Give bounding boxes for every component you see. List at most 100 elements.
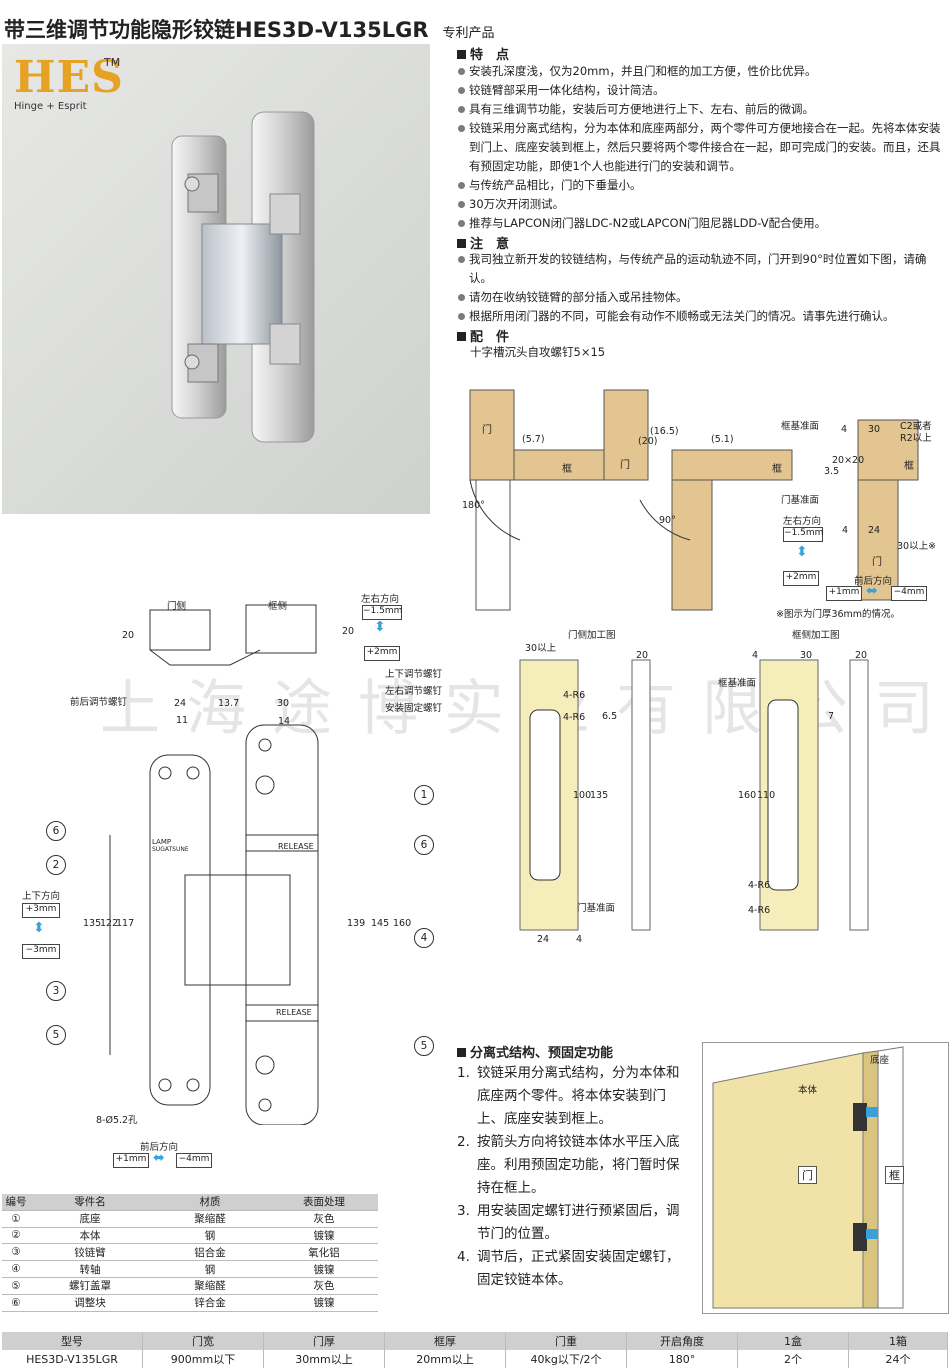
dim-label: 24: [537, 934, 550, 945]
col-header: 零件名: [30, 1194, 150, 1211]
dim-label: 30: [868, 424, 881, 435]
col-header: 1盒: [737, 1332, 849, 1350]
base-label: 底座: [870, 1055, 890, 1066]
features-heading: 特 点: [457, 44, 509, 63]
feature-item: 30万次开闭测试。: [457, 195, 947, 214]
door-ref-label: 门基准面: [577, 903, 616, 914]
brand-logo: HES: [14, 52, 124, 103]
product-photo: [2, 44, 430, 514]
door-label: 门: [620, 460, 630, 471]
feature-item: 安装孔深度浅，仅为20mm，并且门和框的加工方便，性价比优异。: [457, 62, 947, 81]
step-item: 4.调节后，正式紧固安装固定螺钉，固定铰链本体。: [457, 1249, 680, 1288]
dim-label: 13.7: [218, 698, 240, 709]
accessories-heading: 配 件: [457, 326, 509, 345]
release-label: RELEASE: [278, 842, 314, 851]
col-header: 材质: [150, 1194, 270, 1211]
hinge-photo-icon: [171, 111, 315, 443]
callout-5: 5: [46, 1025, 66, 1045]
callout-6: 6: [414, 835, 434, 855]
lr-direction-label: 左右方向: [361, 594, 400, 605]
ud-plus-box: +3mm: [22, 903, 60, 918]
dim-label: 160: [393, 918, 412, 929]
col-header: 框厚: [384, 1332, 506, 1350]
angle-label: 180°: [462, 500, 485, 511]
dim-label: 24: [868, 525, 881, 536]
door-ref-label: 门基准面: [781, 495, 820, 506]
holes-label: 8-Ø5.2孔: [96, 1115, 138, 1126]
fb-direction-label: 前后方向: [140, 1142, 179, 1153]
step-item: 1.铰链采用分离式结构，分为本体和底座两个零件。将本体安装到门上、底座安装到框上…: [457, 1065, 680, 1127]
dim-label: 4: [841, 424, 848, 435]
step-item: 2.按箭头方向将铰链本体水平压入底座。利用预固定功能，将门暂时保持在框上。: [457, 1134, 680, 1196]
callout-6: 6: [46, 821, 66, 841]
dim-label: 135: [590, 790, 609, 801]
dim-label: 160: [738, 790, 757, 801]
trademark: TM: [104, 56, 121, 69]
lr-direction-label: 左右方向: [783, 516, 822, 527]
dim-label: (5.7): [522, 434, 545, 445]
dim-label: 117: [116, 918, 135, 929]
col-header: 门宽: [142, 1332, 264, 1350]
dim-label: 11: [176, 715, 189, 726]
fb-plus-box: +1mm: [826, 586, 862, 601]
r2-label: R2以上: [900, 433, 932, 444]
feature-item: 具有三维调节功能，安装后可方便地进行上下、左右、前后的微调。: [457, 100, 947, 119]
note-item: 我司独立新开发的铰链结构，与传统产品的运动轨迹不同，门开到90°时位置如下图，请…: [457, 250, 947, 288]
dim-label: 30以上※: [897, 541, 937, 552]
body-label: 本体: [798, 1085, 818, 1096]
dim-label: 139: [347, 918, 366, 929]
machining-drawings: [519, 659, 869, 931]
fix-screw-label: 安装固定螺钉: [385, 703, 443, 714]
dim-label: 20: [122, 630, 135, 641]
col-header: 门厚: [263, 1332, 385, 1350]
assembly-illustration: [702, 1042, 949, 1314]
dim-label: 4: [842, 525, 849, 536]
radius-label: 4-R6: [563, 690, 586, 701]
callout-2: 2: [46, 855, 66, 875]
feature-item: 铰链臂部采用一体化结构，设计简洁。: [457, 81, 947, 100]
frame-ref-label: 框基准面: [718, 678, 757, 689]
ud-direction-label: 上下方向: [22, 891, 61, 902]
lr-screw-label: 左右调节螺钉: [385, 686, 443, 697]
dim-label: 4: [576, 934, 583, 945]
step-item: 3.用安装固定螺钉进行预紧固后，调节门的位置。: [457, 1203, 680, 1242]
dim-label: 30: [800, 650, 813, 661]
release-label: RELEASE: [276, 1008, 312, 1017]
col-header: 编号: [2, 1194, 30, 1211]
feature-item: 推荐与LAPCON闭门器LDC-N2或LAPCON门阻尼器LDD-V配合使用。: [457, 214, 947, 233]
radius-label: 4-R6: [563, 712, 586, 723]
lr-plus-box: +2mm: [783, 571, 819, 586]
note-item: 根据所用闭门器的不同，可能会有动作不顺畅或无法关门的情况。请事先进行确认。: [457, 307, 947, 326]
dim-label: 20: [855, 650, 868, 661]
ud-screw-label: 上下调节螺钉: [385, 669, 443, 680]
c2-label: C2或者: [900, 421, 932, 432]
dim-label: 135: [83, 918, 102, 929]
callout-4: 4: [414, 928, 434, 948]
door-side-label: 门侧: [167, 601, 187, 612]
brand-tagline: Hinge + Esprit: [14, 101, 87, 112]
fb-minus-box: −4mm: [176, 1153, 212, 1168]
col-header: 表面处理: [270, 1194, 378, 1211]
dim-label: (20): [638, 436, 658, 447]
dim-label: 14: [278, 716, 291, 727]
col-header: 1箱: [848, 1332, 948, 1350]
updown-arrow-icon: ⬍: [796, 544, 808, 560]
dim-label: 145: [371, 918, 390, 929]
callout-5: 5: [414, 1036, 434, 1056]
radius-label: 4-R6: [748, 905, 771, 916]
dim-label: (16.5): [650, 426, 679, 437]
frame-side-label: 框侧: [268, 601, 288, 612]
notes-heading: 注 意: [457, 233, 509, 252]
fb-screw-label: 前后调节螺钉: [70, 697, 128, 708]
lamp-sub-label: SUGATSUNE: [152, 846, 189, 853]
features-list: 安装孔深度浅，仅为20mm，并且门和框的加工方便，性价比优异。 铰链臂部采用一体…: [457, 62, 947, 233]
col-header: 门重: [505, 1332, 627, 1350]
hinge-drawing: [109, 604, 319, 1125]
col-header: 开启角度: [626, 1332, 738, 1350]
col-header: 型号: [2, 1332, 143, 1350]
lr-minus-box: −1.5mm: [362, 605, 402, 620]
frame-label: 框: [772, 464, 782, 475]
